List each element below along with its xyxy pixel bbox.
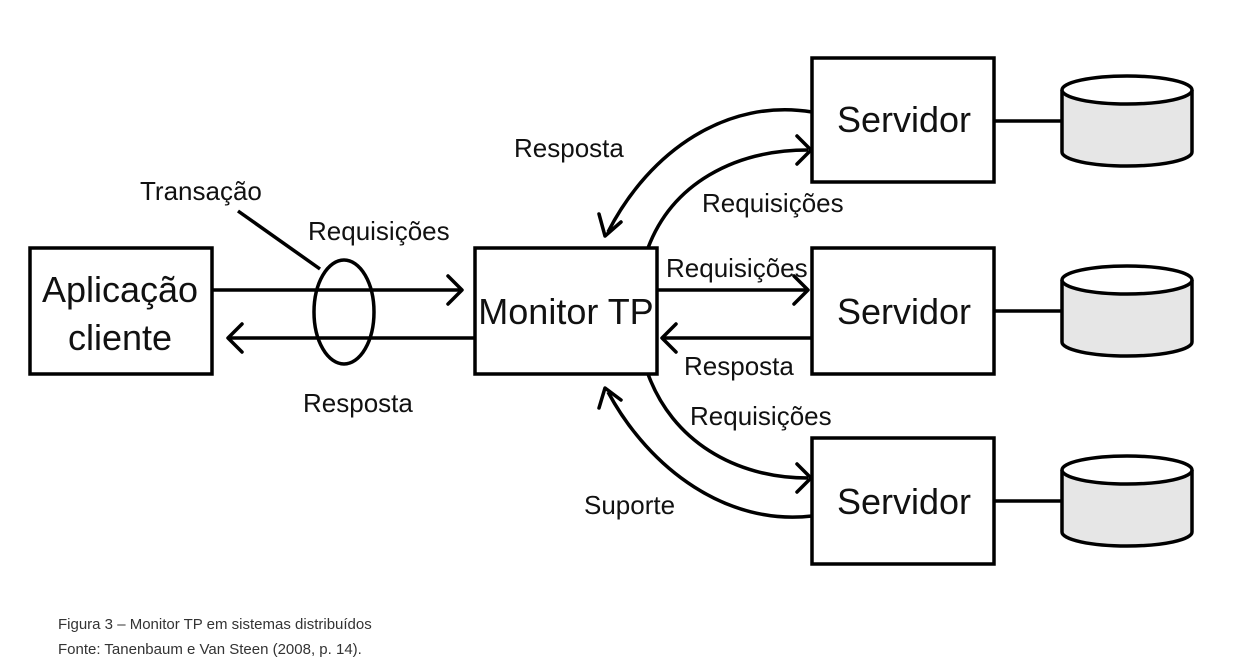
- top-requests-label: Requisições: [702, 188, 844, 218]
- database-top-icon: [1060, 74, 1194, 168]
- transaction-pointer-line: [236, 209, 322, 271]
- transaction-ellipse: [312, 258, 376, 366]
- client-response-label: Resposta: [303, 388, 413, 418]
- server-bottom-box: [810, 436, 996, 566]
- middle-requests-label: Requisições: [666, 253, 808, 283]
- server-middle-node: Servidor: [810, 246, 996, 376]
- monitor-tp-box: [473, 246, 659, 376]
- client-application-label-line2: cliente: [68, 317, 172, 358]
- middle-requests-arrow: [657, 274, 810, 306]
- figure-caption: Figura 3 – Monitor TP em sistemas distri…: [58, 616, 372, 633]
- middle-response-arrow: [660, 322, 812, 354]
- client-application-label-line1: Aplicação: [42, 269, 198, 310]
- top-requests-arrow: [646, 134, 813, 249]
- top-response-label: Resposta: [514, 133, 624, 163]
- client-application-box: [28, 246, 214, 376]
- client-requests-arrow: [212, 274, 464, 306]
- bottom-support-arrow: [597, 386, 813, 519]
- bottom-requests-arrow: [646, 373, 813, 494]
- server-bottom-node: Servidor: [810, 436, 996, 566]
- monitor-tp-label: Monitor TP: [478, 291, 653, 332]
- server-bottom-label: Servidor: [837, 481, 971, 522]
- server-top-node: Servidor: [810, 56, 996, 184]
- transaction-label: Transação: [140, 176, 262, 206]
- client-response-arrow: [226, 322, 475, 354]
- monitor-tp-node: Monitor TP: [473, 246, 659, 376]
- client-application-node: Aplicação cliente: [28, 246, 214, 376]
- server-top-box: [810, 56, 996, 184]
- server-top-label: Servidor: [837, 99, 971, 140]
- figure-source: Fonte: Tanenbaum e Van Steen (2008, p. 1…: [58, 641, 362, 658]
- bottom-support-label: Suporte: [584, 490, 675, 520]
- tp-monitor-diagram: Aplicação cliente Monitor TP Servidor Se…: [28, 56, 1194, 566]
- database-bottom-icon: [1060, 454, 1194, 548]
- database-middle-icon: [1060, 264, 1194, 358]
- bottom-requests-label: Requisições: [690, 401, 832, 431]
- client-requests-label: Requisições: [308, 216, 450, 246]
- server-middle-label: Servidor: [837, 291, 971, 332]
- top-response-arrow: [597, 107, 813, 238]
- middle-response-label: Resposta: [684, 351, 794, 381]
